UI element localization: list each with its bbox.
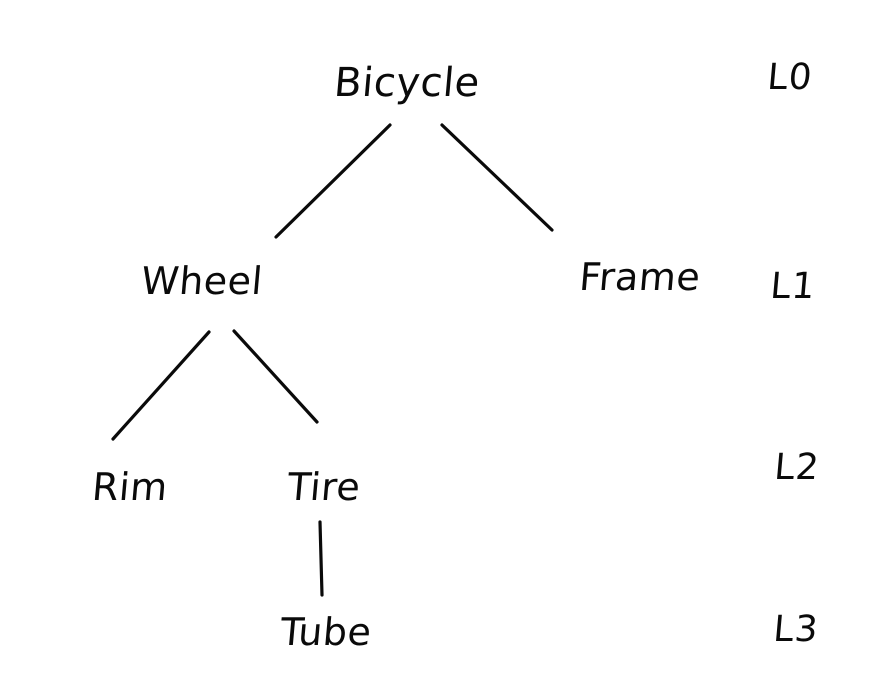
- edge-tire-to-tube: [318, 520, 324, 597]
- edge-bicycle-to-frame: [440, 123, 554, 232]
- level-label-l0: L0: [765, 57, 815, 98]
- node-rim[interactable]: Rim: [90, 465, 170, 509]
- level-label-l1: L1: [768, 266, 818, 307]
- tree-edges: [111, 123, 554, 597]
- node-wheel[interactable]: Wheel: [139, 259, 265, 303]
- node-bicycle[interactable]: Bicycle: [332, 60, 482, 106]
- edge-bicycle-to-wheel: [274, 123, 392, 239]
- edge-wheel-to-tire: [232, 329, 319, 424]
- level-label-l2: L2: [772, 447, 822, 488]
- node-tire[interactable]: Tire: [285, 465, 363, 509]
- edge-wheel-to-rim: [111, 330, 211, 441]
- node-tube[interactable]: Tube: [278, 610, 374, 654]
- level-label-l3: L3: [771, 609, 821, 650]
- node-frame[interactable]: Frame: [577, 255, 703, 299]
